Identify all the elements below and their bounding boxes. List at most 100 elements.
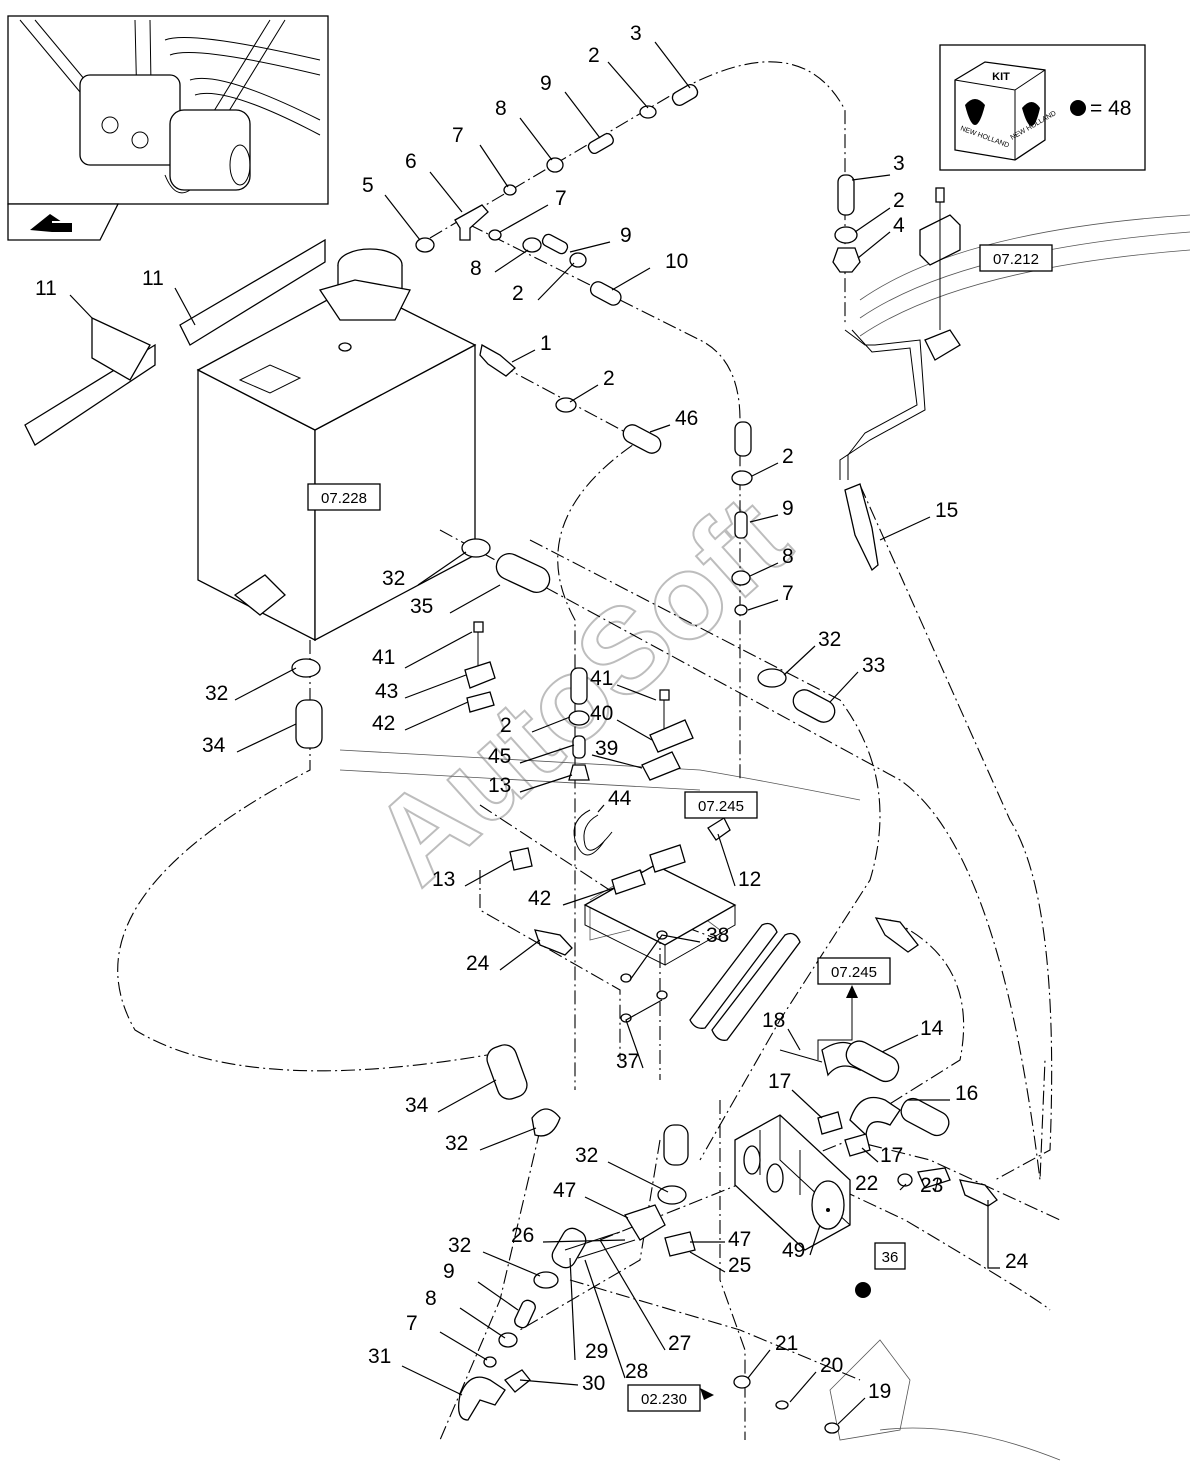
callout-leader bbox=[494, 249, 529, 273]
callout-number: 8 bbox=[495, 97, 507, 120]
callout-number: 7 bbox=[782, 582, 794, 605]
callout-number: 21 bbox=[775, 1332, 798, 1355]
callout-number: 15 bbox=[935, 499, 958, 522]
callout-number: 2 bbox=[588, 44, 600, 67]
callout-leader bbox=[791, 1089, 823, 1119]
callout-number: 3 bbox=[893, 152, 905, 175]
callout-leader bbox=[69, 294, 93, 319]
callout-number: 32 bbox=[445, 1132, 468, 1155]
callout-leader bbox=[174, 287, 196, 326]
callout-leader bbox=[404, 701, 469, 731]
callout-number: 1 bbox=[540, 332, 552, 355]
callout-number: 49 bbox=[782, 1239, 805, 1262]
callout-number: 24 bbox=[1005, 1250, 1029, 1273]
callout-leader bbox=[789, 1371, 817, 1403]
callout-number: 10 bbox=[665, 250, 688, 273]
callout-number: 11 bbox=[142, 267, 164, 290]
callout-number: 32 bbox=[205, 682, 228, 705]
callout-leader bbox=[747, 1349, 771, 1379]
callout-number: 32 bbox=[575, 1144, 598, 1167]
callout-number: 32 bbox=[382, 567, 405, 590]
callout-number: 33 bbox=[862, 654, 885, 677]
callout-number: 29 bbox=[585, 1340, 608, 1363]
callout-leader bbox=[783, 645, 816, 676]
hard-line-right bbox=[839, 329, 926, 480]
callout-leader bbox=[899, 1183, 907, 1191]
callout-leader bbox=[477, 1281, 519, 1311]
callout-number: 2 bbox=[512, 282, 524, 305]
callout-number: 20 bbox=[820, 1354, 843, 1377]
callout-leader bbox=[987, 1200, 1000, 1269]
callout-leader bbox=[499, 204, 549, 233]
callout-number: 40 bbox=[590, 702, 613, 725]
callout-leader bbox=[837, 1397, 866, 1425]
callout-number: 2 bbox=[893, 189, 905, 212]
callout-leader bbox=[437, 1079, 497, 1113]
callout-leader bbox=[611, 267, 651, 291]
callout-number: 34 bbox=[405, 1094, 429, 1117]
view-direction-icon bbox=[30, 214, 74, 232]
callout-leader bbox=[519, 117, 553, 161]
callout-leader bbox=[499, 939, 541, 971]
callout-number: 25 bbox=[728, 1254, 751, 1277]
callout-leader bbox=[584, 1259, 626, 1379]
callout-leader bbox=[429, 171, 463, 213]
callout-leader bbox=[439, 1331, 488, 1361]
kit-equation: = 48 bbox=[1090, 97, 1131, 120]
callout-leader bbox=[384, 194, 421, 241]
callout-leader bbox=[747, 599, 779, 611]
callout-leader bbox=[234, 667, 297, 701]
callout-leader bbox=[417, 551, 467, 586]
callout-leader bbox=[569, 241, 611, 253]
callout-number: 16 bbox=[955, 1082, 978, 1105]
callout-leader bbox=[829, 671, 859, 703]
callout-number: 5 bbox=[362, 174, 374, 197]
callout-number: 13 bbox=[488, 774, 511, 797]
callout-leader bbox=[519, 774, 573, 793]
callout-leader bbox=[751, 462, 779, 477]
callout-leader bbox=[597, 804, 605, 813]
callout-number: 26 bbox=[511, 1224, 534, 1247]
kit-bullet-icon bbox=[855, 1282, 871, 1298]
callout-leader bbox=[584, 1196, 629, 1219]
kit-legend: KIT NEW HOLLAND NEW HOLLAND = 48 bbox=[939, 44, 1146, 171]
callout-number: 11 bbox=[35, 277, 57, 300]
callout-number: 42 bbox=[528, 887, 551, 910]
ref-02-230: 02.230 bbox=[641, 1391, 687, 1408]
callout-leader bbox=[857, 231, 891, 259]
callout-number: 37 bbox=[616, 1050, 639, 1073]
callout-number: 41 bbox=[372, 646, 395, 669]
hydraulic-tank bbox=[196, 248, 477, 642]
callout-number: 31 bbox=[368, 1345, 391, 1368]
callout-number: 9 bbox=[782, 497, 794, 520]
callout-leader bbox=[401, 1365, 463, 1396]
callout-leader bbox=[404, 631, 473, 669]
callout-leader bbox=[591, 754, 643, 769]
callout-leader bbox=[599, 1239, 666, 1351]
callout-number: 34 bbox=[202, 734, 226, 757]
callout-leader bbox=[629, 934, 701, 981]
callout-leader bbox=[564, 91, 601, 139]
callout-number: 9 bbox=[540, 72, 552, 95]
callout-leader bbox=[479, 144, 509, 188]
callout-number: 22 bbox=[855, 1172, 878, 1195]
callout-number: 3 bbox=[630, 22, 642, 45]
bracket-11-right bbox=[179, 238, 326, 346]
callout-number: 32 bbox=[448, 1234, 471, 1257]
callout-number: 19 bbox=[868, 1380, 891, 1403]
callout-number: 2 bbox=[500, 714, 512, 737]
inset-pump-drawing bbox=[19, 19, 321, 194]
callout-number: 8 bbox=[782, 545, 794, 568]
callout-number: 27 bbox=[668, 1332, 691, 1355]
bracket-11-left bbox=[24, 316, 156, 446]
callout-leader bbox=[809, 1224, 821, 1256]
callout-number: 39 bbox=[595, 737, 618, 760]
callout-number: 7 bbox=[555, 187, 567, 210]
callout-leader bbox=[689, 1251, 726, 1273]
callout-leader bbox=[934, 1177, 939, 1193]
callout-number: 18 bbox=[762, 1009, 785, 1032]
callout-number: 12 bbox=[738, 868, 761, 891]
ref-07-212: 07.212 bbox=[993, 251, 1039, 268]
callout-leader bbox=[881, 1034, 919, 1053]
callout-leader bbox=[879, 516, 931, 541]
